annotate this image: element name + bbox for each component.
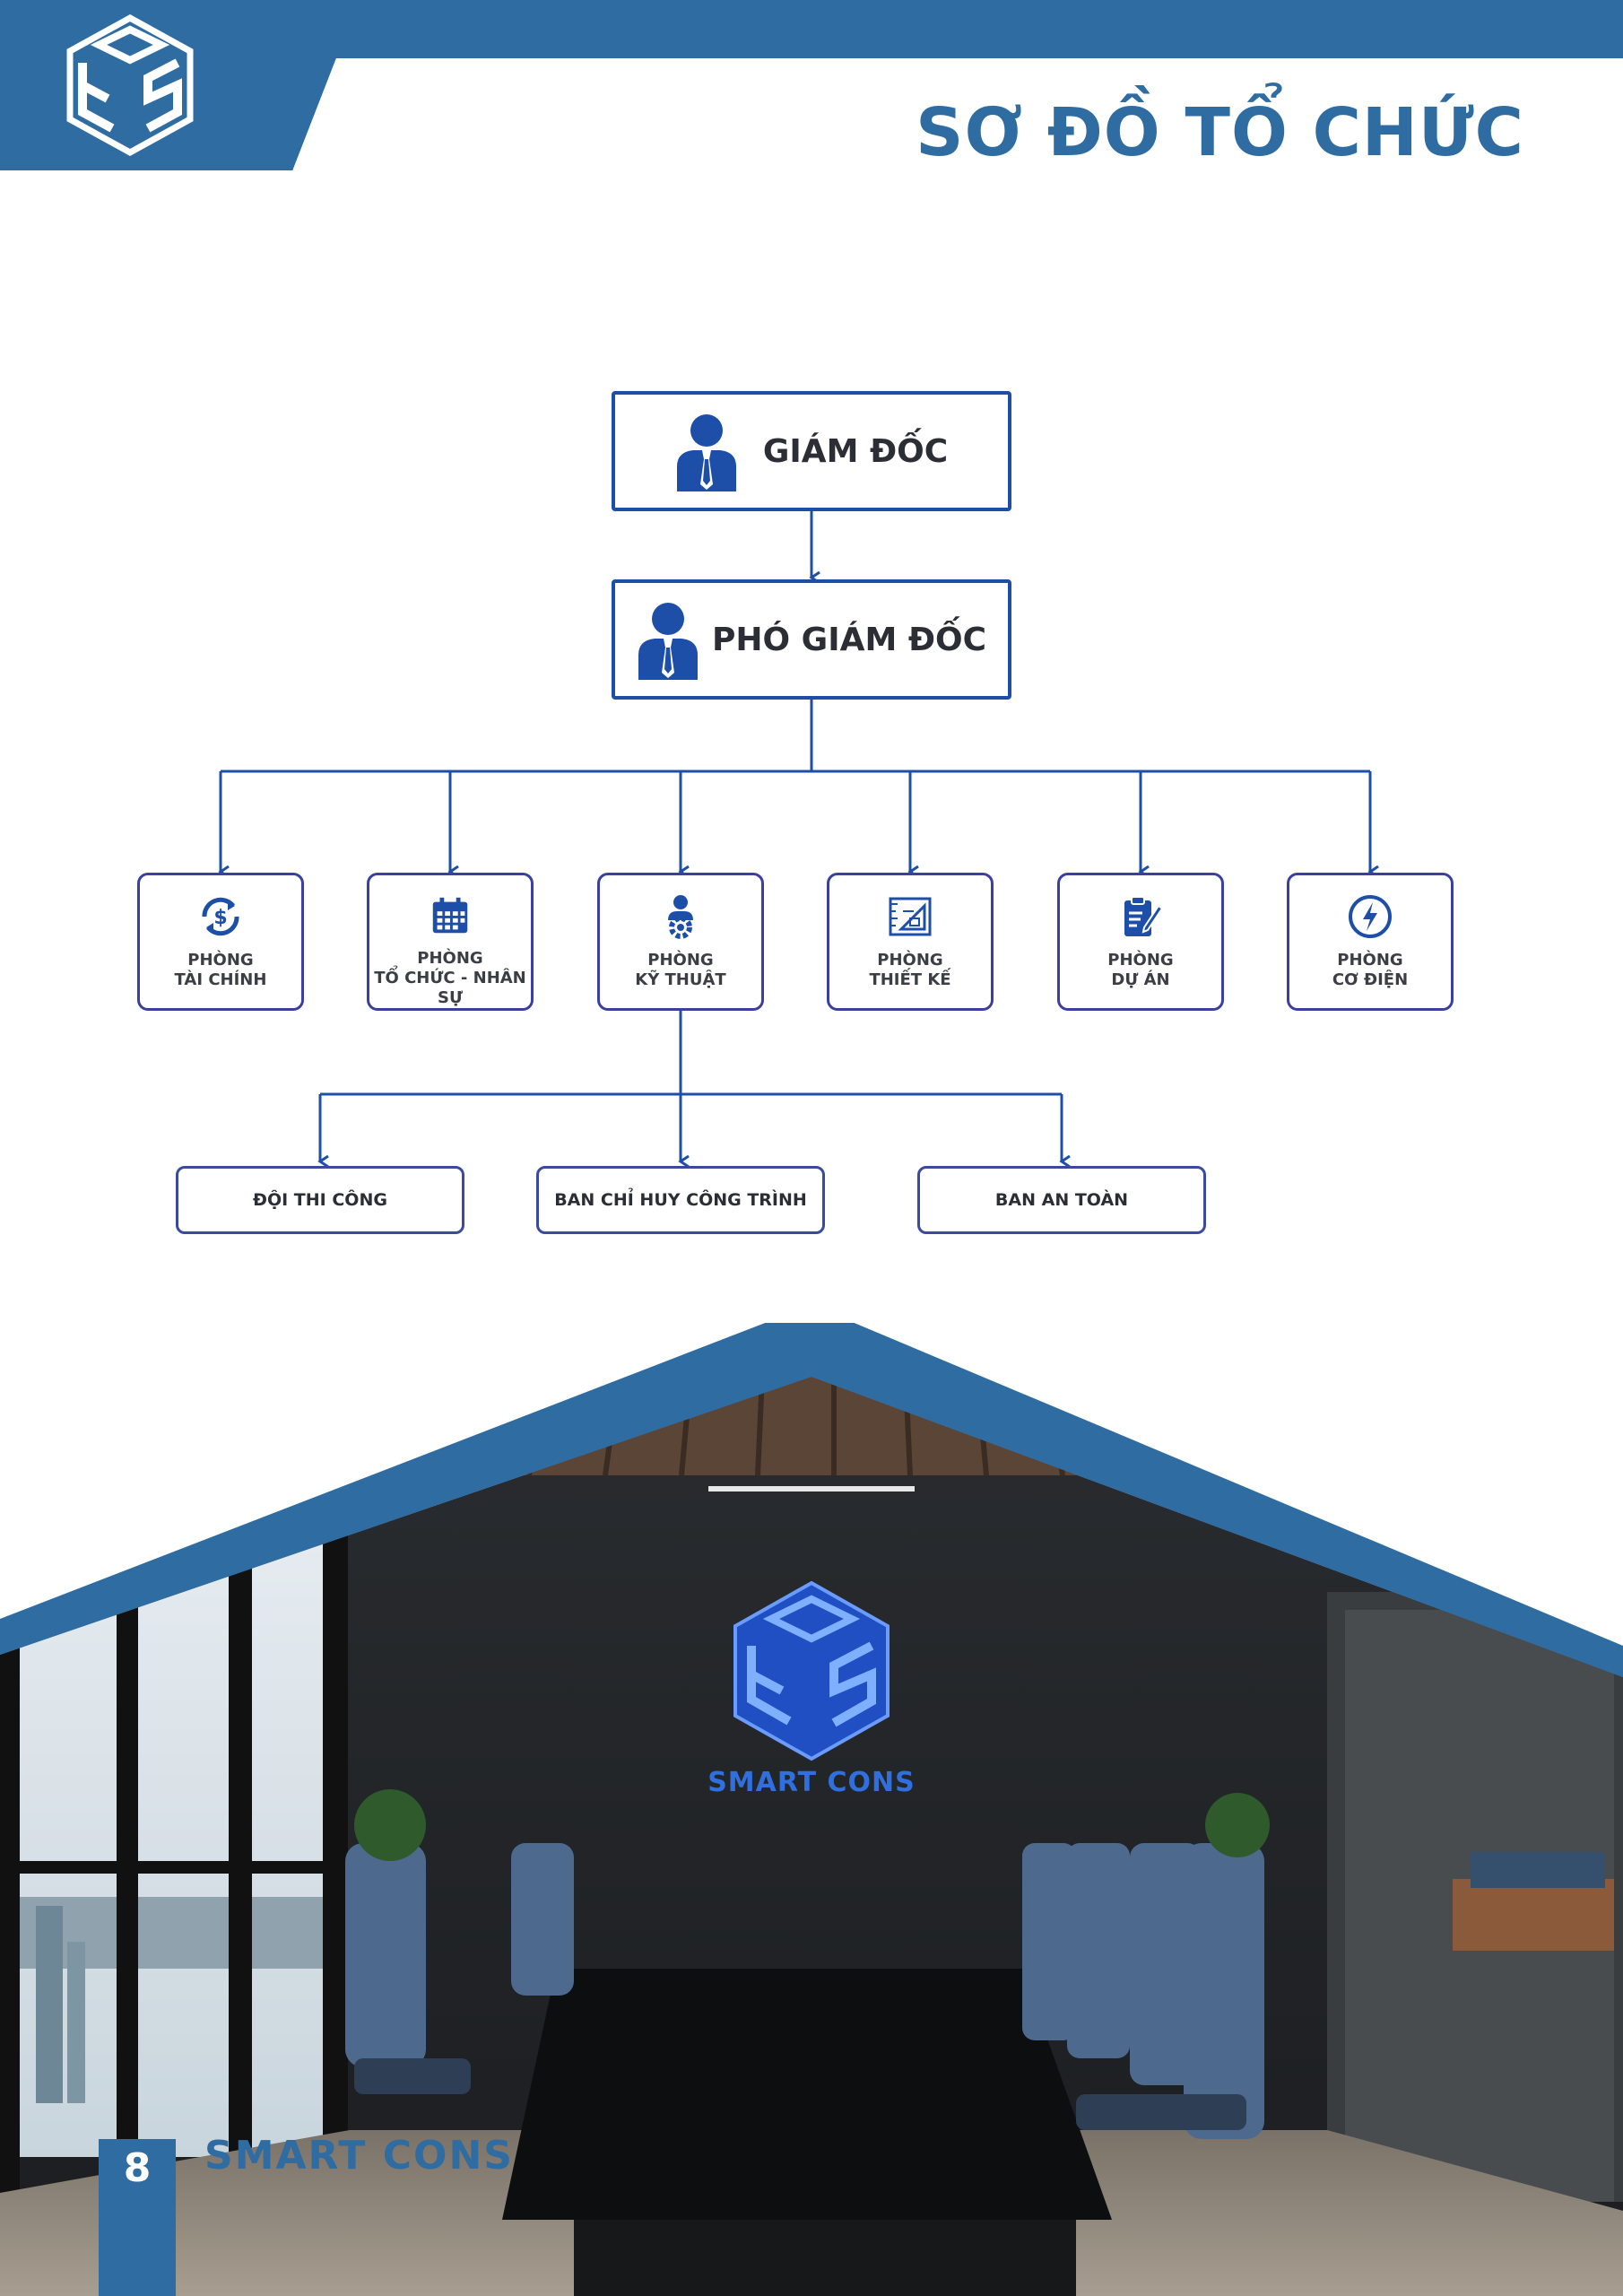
footer-brand: SMART CONS bbox=[204, 2133, 514, 2179]
department-label-line1: PHÒNG bbox=[877, 951, 943, 970]
department-label-line1: PHÒNG bbox=[417, 949, 483, 968]
department-projects: PHÒNG DỰ ÁN bbox=[1057, 873, 1224, 1011]
wall-brand-text: SMART CONS bbox=[707, 1767, 916, 1798]
lightning-icon bbox=[1349, 895, 1392, 938]
calendar-icon bbox=[432, 897, 468, 934]
team-site-command: BAN CHỈ HUY CÔNG TRÌNH bbox=[536, 1166, 825, 1234]
meeting-room-photo bbox=[0, 1323, 1623, 2296]
blueprint-icon bbox=[889, 897, 932, 936]
deputy-director-box: PHÓ GIÁM ĐỐC bbox=[612, 579, 1011, 700]
department-label-line2: THIẾT KẾ bbox=[869, 970, 951, 989]
department-label-line2: DỰ ÁN bbox=[1111, 970, 1170, 989]
department-label-line2: CƠ ĐIỆN bbox=[1332, 970, 1409, 989]
team-safety: BAN AN TOÀN bbox=[917, 1166, 1206, 1234]
page-number: 8 bbox=[123, 2145, 152, 2191]
person-icon bbox=[638, 603, 698, 680]
director-label: GIÁM ĐỐC bbox=[762, 432, 949, 470]
page-number-bar bbox=[99, 2139, 176, 2296]
engineer-gear-icon bbox=[668, 895, 693, 939]
department-mep: PHÒNG CƠ ĐIỆN bbox=[1287, 873, 1454, 1011]
team-construction: ĐỘI THI CÔNG bbox=[176, 1166, 464, 1234]
page-title: SƠ ĐỒ TỔ CHỨC bbox=[916, 94, 1524, 171]
department-label-line1: PHÒNG bbox=[647, 951, 714, 970]
clipboard-pen-icon bbox=[1124, 896, 1164, 936]
department-technical: PHÒNG KỸ THUẬT bbox=[597, 873, 764, 1011]
department-label-line1: PHÒNG bbox=[187, 951, 254, 970]
person-icon bbox=[676, 414, 736, 491]
department-label-line1: PHÒNG bbox=[1337, 951, 1403, 970]
svg-text:$: $ bbox=[213, 907, 227, 929]
department-design: PHÒNG THIẾT KẾ bbox=[827, 873, 994, 1011]
department-label-line2: KỸ THUẬT bbox=[635, 970, 726, 989]
director-box: GIÁM ĐỐC bbox=[612, 391, 1011, 511]
department-finance: $ PHÒNG TÀI CHÍNH bbox=[137, 873, 304, 1011]
department-label-line2: TÀI CHÍNH bbox=[174, 970, 267, 989]
deputy-director-label: PHÓ GIÁM ĐỐC bbox=[712, 621, 986, 658]
department-label-line1: PHÒNG bbox=[1107, 951, 1174, 970]
department-label-line2: TỔ CHỨC - NHÂN SỰ bbox=[374, 969, 526, 1007]
department-hr: PHÒNG TỔ CHỨC - NHÂN SỰ bbox=[367, 873, 534, 1011]
dollar-cycle-icon: $ bbox=[202, 897, 239, 936]
scs-cube-logo-icon bbox=[66, 14, 194, 156]
